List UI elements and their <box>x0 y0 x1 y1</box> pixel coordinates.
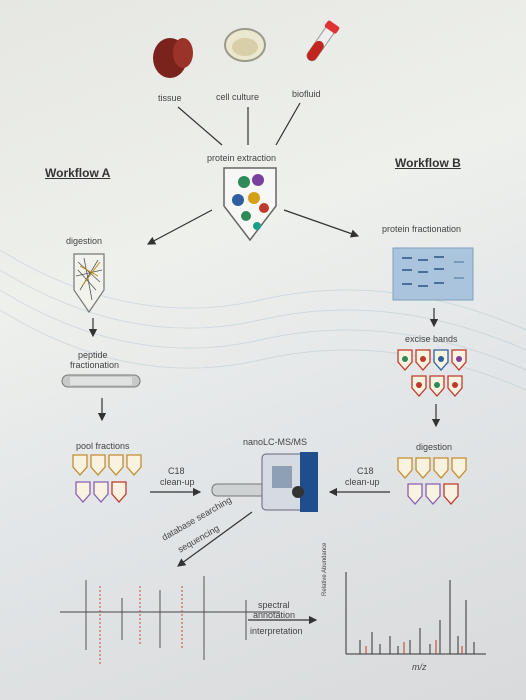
peptide-label: peptide <box>78 350 108 360</box>
protein-tube-icon <box>223 167 277 242</box>
mass-spectrum-plot <box>345 572 486 655</box>
cell-culture-label: cell culture <box>216 92 260 102</box>
tissue-label: tissue <box>158 93 182 103</box>
nanolc-ms-instrument-icon <box>211 452 318 512</box>
arrow-to-workflow-b <box>283 209 360 238</box>
digested-tubes-b <box>397 457 467 505</box>
peptide-structure-icon <box>60 576 280 666</box>
cleanup-a-label: clean-up <box>160 477 195 487</box>
pool-fractions-label: pool fractions <box>76 441 130 451</box>
excised-band-tubes <box>397 349 467 397</box>
arrow-to-workflow-a <box>146 209 213 245</box>
arrow-lc-to-spectra <box>177 511 253 567</box>
mz-axis-label: m/z <box>412 662 427 672</box>
relative-abundance-label: Relative Abundance <box>322 542 328 596</box>
fractionation-label: fractionation <box>70 360 120 370</box>
source-connector-lines <box>177 102 301 146</box>
workflow-b-title: Workflow B <box>395 156 461 170</box>
annotation-label: annotation <box>253 610 296 620</box>
spectral-label: spectral <box>258 600 290 610</box>
protein-extraction-label: protein extraction <box>207 153 277 163</box>
protein-fractionation-label: protein fractionation <box>382 224 462 234</box>
excise-bands-label: excise bands <box>405 334 458 344</box>
digestion-tube-a-icon <box>73 253 105 314</box>
interpretation-label: interpretation <box>250 626 303 636</box>
workflow-a-title: Workflow A <box>45 166 111 180</box>
tissue-icon <box>153 38 193 78</box>
pooled-fraction-tubes-a <box>72 454 142 503</box>
sds-page-gel-icon <box>392 247 474 301</box>
c18-a-label: C18 <box>168 466 185 476</box>
biofluid-label: biofluid <box>292 89 321 99</box>
cell-culture-dish-icon <box>224 28 266 62</box>
digestion-b-label: digestion <box>416 442 453 452</box>
fractionation-column-icon <box>61 374 141 388</box>
c18-b-label: C18 <box>357 466 374 476</box>
biofluid-tube-icon <box>306 20 340 62</box>
nanolc-label: nanoLC-MS/MS <box>243 437 308 447</box>
cleanup-b-label: clean-up <box>345 477 380 487</box>
digestion-a-label: digestion <box>66 236 103 246</box>
